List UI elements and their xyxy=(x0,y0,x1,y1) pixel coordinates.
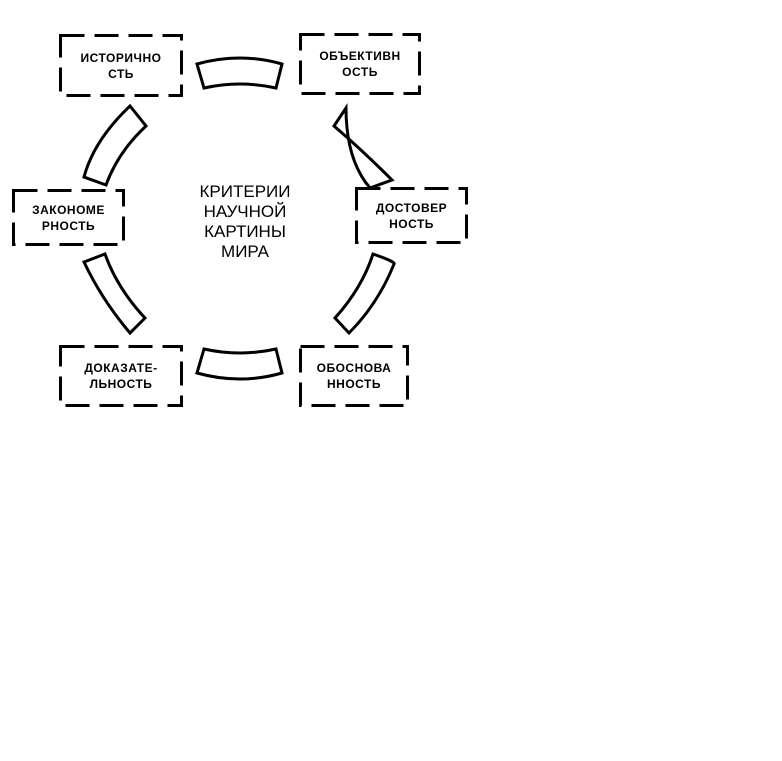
connector-regularity-historicity xyxy=(82,103,149,187)
criterion-box-objectivity: ОБЪЕКТИВН ОСТЬ xyxy=(299,33,421,95)
connector-reliability-validity xyxy=(332,252,396,336)
criterion-label-line: ОБЪЕКТИВН xyxy=(319,49,401,63)
criterion-label-line: ЛЬНОСТЬ xyxy=(89,377,153,391)
center-title-line: НАУЧНОЙ xyxy=(203,202,287,221)
center-title: КРИТЕРИИ НАУЧНОЙ КАРТИНЫ МИРА xyxy=(170,182,320,262)
criterion-label: ЗАКОНОМЕ РНОСТЬ xyxy=(12,189,125,246)
criterion-label: ИСТОРИЧНО СТЬ xyxy=(59,34,183,97)
criterion-box-reliability: ДОСТОВЕР НОСТЬ xyxy=(355,187,468,244)
criterion-label-line: ОБОСНОВА xyxy=(316,361,392,375)
connector-provability-regularity xyxy=(81,252,148,336)
connector-validity-provability xyxy=(195,347,284,381)
criterion-label-line: СТЬ xyxy=(108,66,134,81)
connector-historicity-objectivity xyxy=(195,56,284,90)
criterion-label-line: ННОСТЬ xyxy=(327,377,381,391)
connector-objectivity-reliability xyxy=(332,103,395,190)
criterion-box-historicity: ИСТОРИЧНО СТЬ xyxy=(59,34,183,97)
criterion-label: ОБОСНОВА ННОСТЬ xyxy=(299,345,409,407)
center-title-line: КАРТИНЫ xyxy=(204,222,286,241)
criterion-box-regularity: ЗАКОНОМЕ РНОСТЬ xyxy=(12,189,125,246)
criterion-label-line: НОСТЬ xyxy=(389,216,434,231)
criterion-label-line: ОСТЬ xyxy=(342,65,378,79)
criterion-label: ОБЪЕКТИВН ОСТЬ xyxy=(299,33,421,95)
criterion-label-line: ИСТОРИЧНО xyxy=(80,50,162,65)
criterion-box-provability: ДОКАЗАТЕ- ЛЬНОСТЬ xyxy=(59,345,183,407)
criterion-label-line: ДОСТОВЕР xyxy=(375,200,448,215)
criterion-label: ДОКАЗАТЕ- ЛЬНОСТЬ xyxy=(59,345,183,407)
criterion-label-line: ДОКАЗАТЕ- xyxy=(84,361,158,375)
criterion-label-line: РНОСТЬ xyxy=(41,218,96,233)
criterion-label: ДОСТОВЕР НОСТЬ xyxy=(355,187,468,244)
criterion-label-line: ЗАКОНОМЕ xyxy=(32,202,105,217)
center-title-line: МИРА xyxy=(221,242,269,261)
criterion-box-validity: ОБОСНОВА ННОСТЬ xyxy=(299,345,409,407)
center-title-line: КРИТЕРИИ xyxy=(199,182,291,201)
